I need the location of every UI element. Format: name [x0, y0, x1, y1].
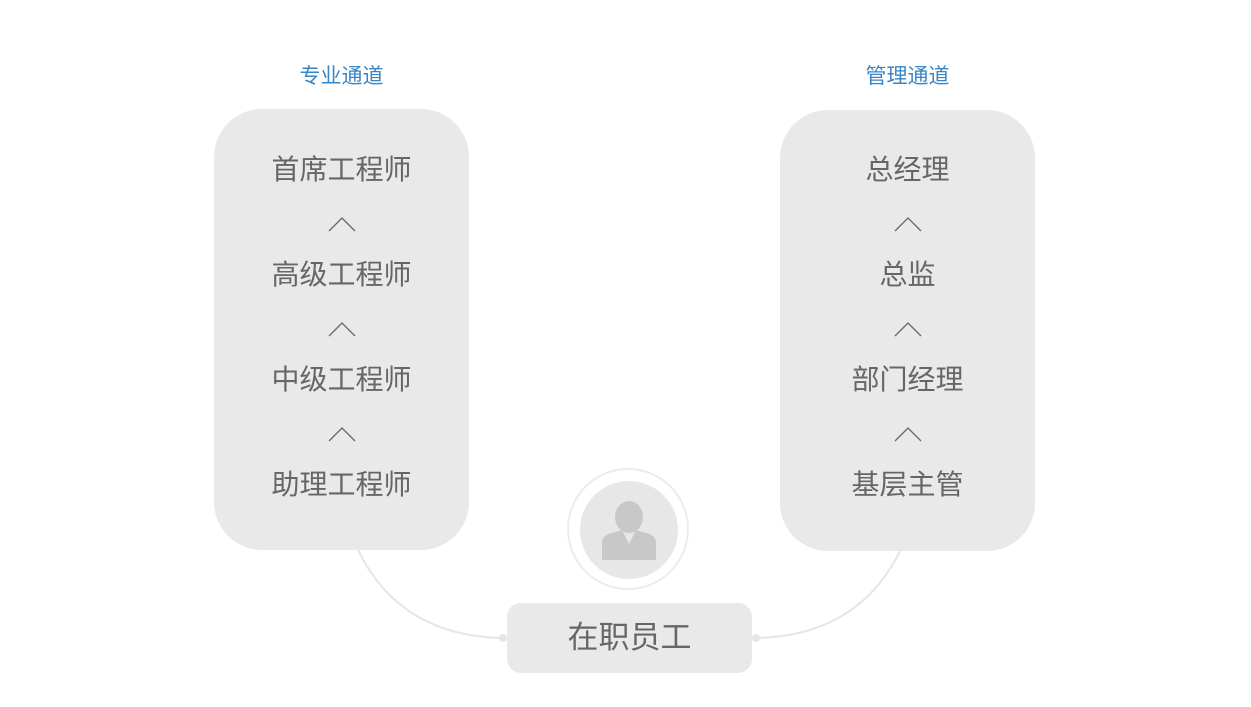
professional-track-panel: 首席工程师 高级工程师 中级工程师 助理工程师	[214, 109, 469, 550]
level-item: 助理工程师	[271, 468, 412, 501]
avatar	[580, 481, 678, 579]
professional-track-title: 专业通道	[299, 64, 384, 88]
left-connector	[357, 549, 504, 639]
level-item: 中级工程师	[271, 363, 412, 396]
level-item: 高级工程师	[271, 258, 412, 291]
right-connector-dot	[752, 634, 760, 642]
chevron-up-icon	[328, 217, 356, 232]
left-connector-dot	[499, 634, 507, 642]
level-item: 首席工程师	[271, 153, 412, 186]
level-item: 总经理	[865, 153, 950, 186]
management-track-panel: 总经理 总监 部门经理 基层主管	[780, 110, 1035, 551]
management-track-title: 管理通道	[865, 64, 950, 88]
person-icon	[602, 501, 656, 560]
avatar-ring	[567, 468, 689, 590]
level-item: 基层主管	[851, 468, 964, 501]
employee-base-node: 在职员工	[507, 603, 752, 673]
chevron-up-icon	[894, 322, 922, 337]
level-item: 总监	[879, 258, 936, 291]
chevron-up-icon	[328, 427, 356, 442]
level-item: 部门经理	[851, 363, 964, 396]
chevron-up-icon	[894, 217, 922, 232]
chevron-up-icon	[328, 322, 356, 337]
right-connector	[755, 550, 901, 639]
chevron-up-icon	[894, 427, 922, 442]
